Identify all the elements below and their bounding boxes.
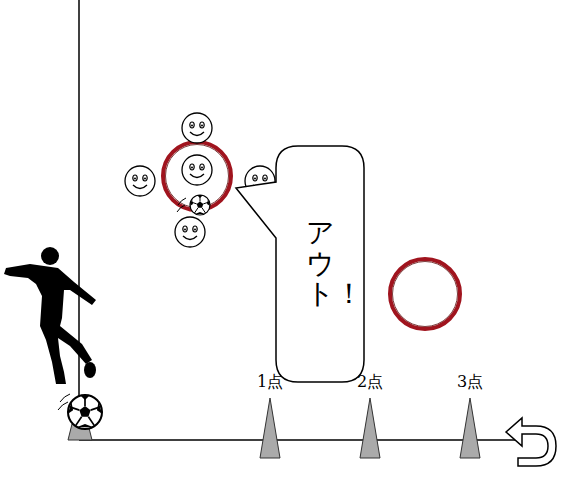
bubble-outline xyxy=(236,146,364,382)
player-silhouette xyxy=(4,247,96,384)
player-face xyxy=(125,166,155,196)
callout-text: アウト！ xyxy=(306,218,334,310)
motion-lines xyxy=(177,198,186,212)
field-line xyxy=(78,0,80,440)
motion-lines xyxy=(58,394,70,410)
field-line xyxy=(79,439,520,441)
soccer-ball xyxy=(68,395,102,429)
cone xyxy=(260,398,480,458)
score-label: 2点 xyxy=(357,372,383,393)
player-face xyxy=(182,113,212,143)
score-label: 3点 xyxy=(457,372,483,393)
player-face xyxy=(175,217,205,247)
soccer-ball xyxy=(190,195,210,215)
target-ring xyxy=(393,262,458,327)
player-face xyxy=(182,155,212,185)
score-label: 1点 xyxy=(257,372,283,393)
u-turn-arrow xyxy=(506,418,556,466)
target-ring xyxy=(390,259,460,329)
speech-bubble: アウト！ xyxy=(276,146,364,382)
